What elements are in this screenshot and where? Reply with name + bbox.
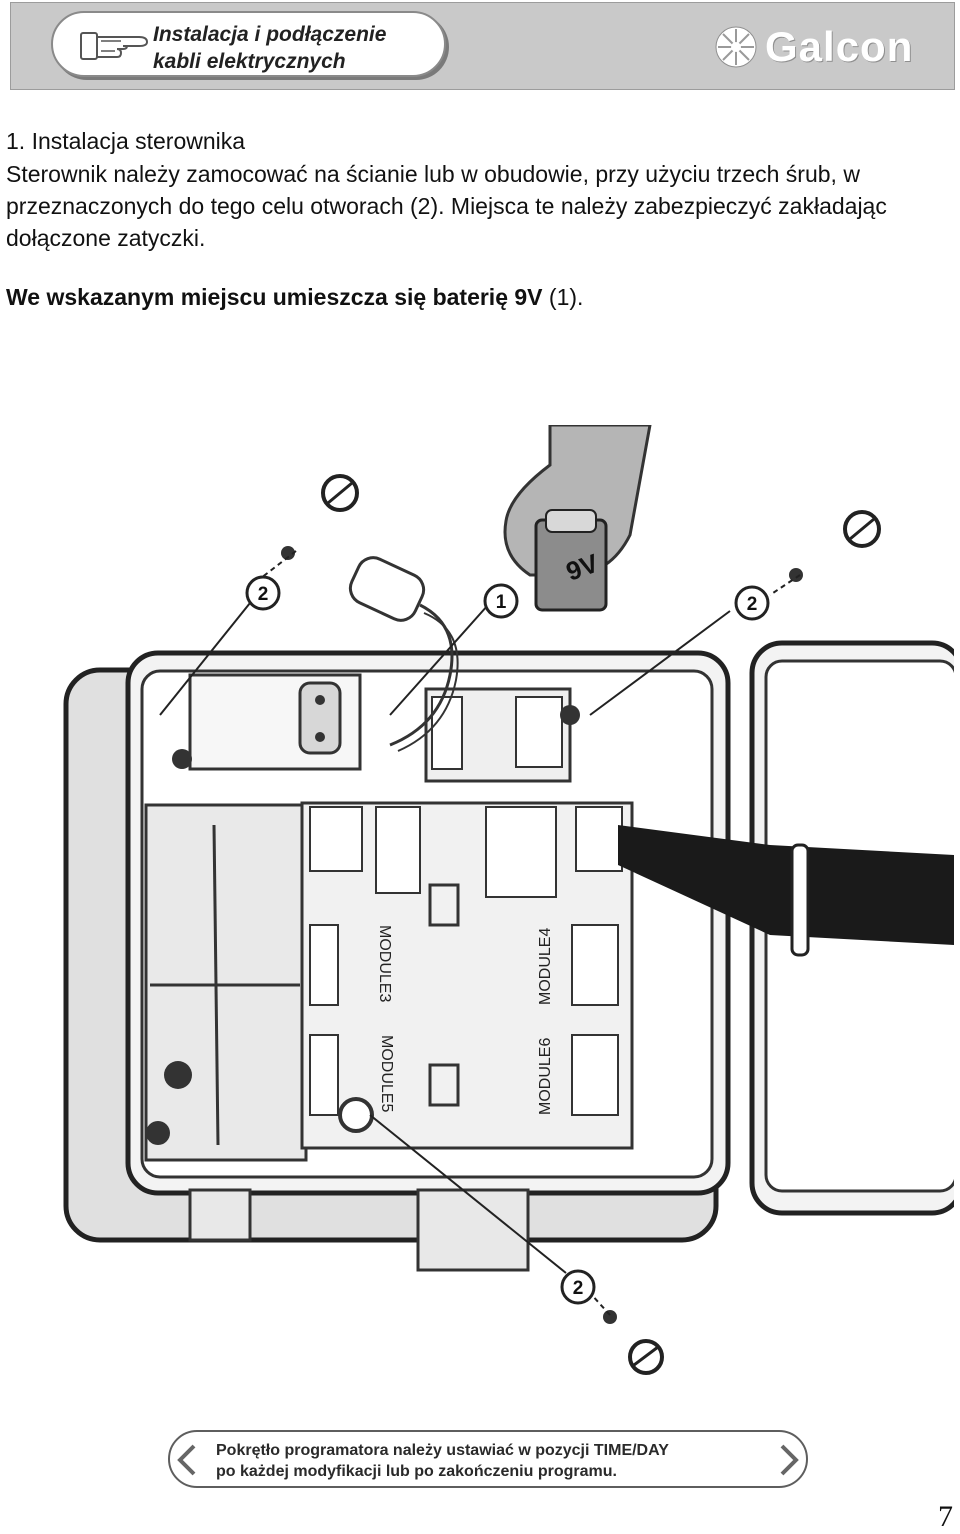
battery-instruction-ref: (1). [542, 284, 584, 310]
programming-note: Pokrętło programatora należy ustawiać w … [168, 1430, 808, 1488]
galcon-logo: Galcon [713, 23, 943, 71]
module5-label: MODULE5 [378, 1035, 395, 1112]
module6-label: MODULE6 [537, 1038, 554, 1115]
note-line2: po każdej modyfikacji lub po zakończeniu… [216, 1463, 617, 1480]
controller-housing [63, 650, 731, 1272]
hand-with-battery: 9V [503, 425, 652, 612]
door-and-ribbon-cable [618, 640, 954, 1216]
page-number: 7 [938, 1500, 953, 1533]
callout-2-text: 2 [747, 594, 758, 615]
module3-label: MODULE3 [376, 925, 393, 1002]
callout-1: 1 [483, 583, 519, 619]
battery-instruction-bold: We wskazanym miejscu umieszcza się bater… [6, 284, 543, 310]
note-line1: Pokrętło programatora należy ustawiać w … [216, 1442, 669, 1459]
callout-lines [159, 550, 801, 1316]
controller-installation-illustration: MODULE3 MODULE4 MODULE5 MODULE6 9V [10, 425, 954, 1390]
callout-2-top-left: 2 [245, 575, 281, 611]
screws-and-caps [281, 474, 881, 1375]
hand-pointer-icon [80, 32, 149, 60]
chevron-right-icon [780, 1444, 799, 1476]
header-title-badge: Instalacja i podłączenie kabli elektrycz… [51, 11, 446, 77]
note-text: Pokrętło programatora należy ustawiać w … [216, 1440, 669, 1482]
galcon-logo-icon [715, 26, 757, 68]
callout-2-text: 2 [573, 1278, 584, 1299]
chevron-left-icon [177, 1444, 196, 1476]
module4-label: MODULE4 [537, 928, 554, 1005]
battery-clip [348, 556, 459, 752]
callout-2-bottom: 2 [560, 1269, 596, 1305]
callout-1-text: 1 [496, 592, 507, 613]
illustration-svg: MODULE3 MODULE4 MODULE5 MODULE6 9V [10, 425, 954, 1390]
header-title-line2: kabli elektrycznych [153, 50, 346, 73]
callout-2-top-right: 2 [734, 585, 770, 621]
header-bar: Instalacja i podłączenie kabli elektrycz… [10, 2, 955, 90]
header-title-line1: Instalacja i podłączenie [153, 23, 387, 46]
callout-2-text: 2 [258, 584, 269, 605]
header-title: Instalacja i podłączenie kabli elektrycz… [153, 21, 386, 75]
battery-instruction: We wskazanym miejscu umieszcza się bater… [6, 284, 583, 311]
section-paragraph: Sterownik należy zamocować na ścianie lu… [6, 161, 887, 251]
section-heading: 1. Instalacja sterownika [6, 128, 246, 154]
logo-text: Galcon [765, 23, 914, 70]
